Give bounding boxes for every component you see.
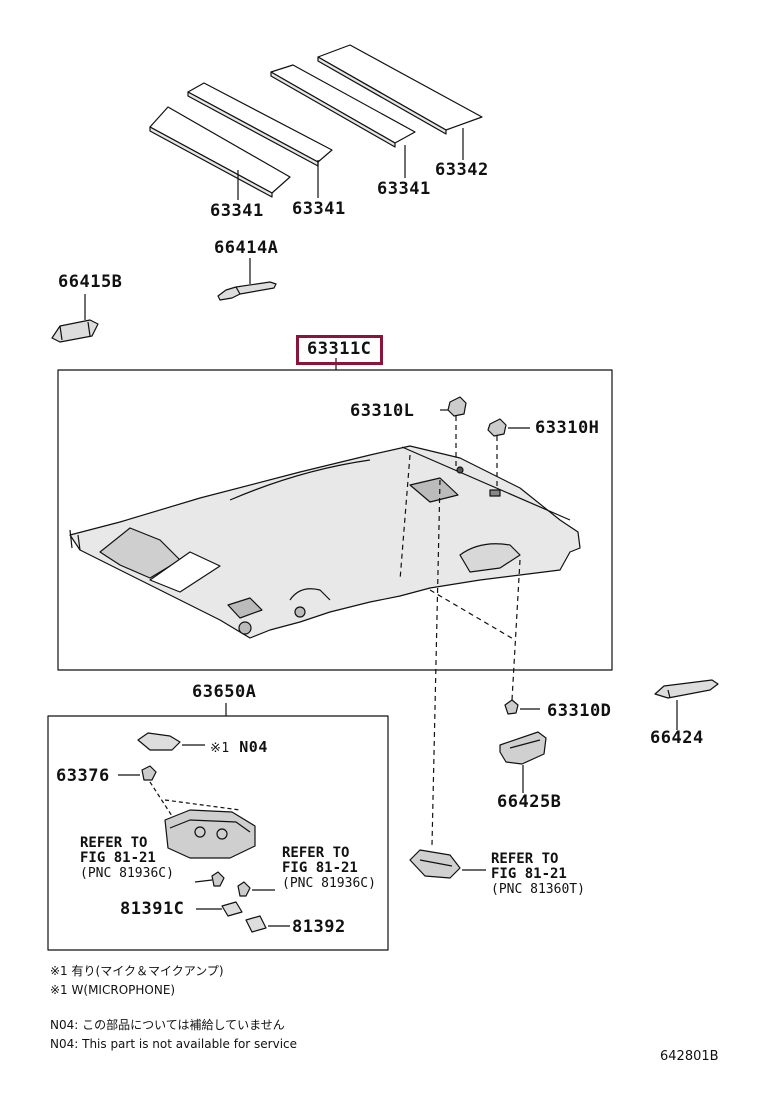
label-63310L[interactable]: 63310L bbox=[350, 401, 415, 421]
note-4-mark: N04 bbox=[50, 1037, 75, 1051]
label-66414A[interactable]: 66414A bbox=[214, 238, 279, 258]
label-66424[interactable]: 66424 bbox=[650, 728, 704, 748]
n04-marker: ※1 N04 bbox=[210, 738, 268, 756]
ref2-line2: FIG 81-21 bbox=[282, 860, 358, 876]
note-1: ※1 有り(マイク＆マイクアンプ) bbox=[50, 965, 224, 977]
label-81391C[interactable]: 81391C bbox=[120, 899, 185, 919]
strip-63341-mid bbox=[187, 82, 333, 167]
label-63341-c[interactable]: 63341 bbox=[377, 179, 431, 199]
note-3-text: : この部品については補給していません bbox=[74, 1018, 285, 1032]
note-1-mark: ※1 bbox=[50, 964, 68, 978]
clip-63376 bbox=[118, 765, 157, 781]
lamp-81360T bbox=[409, 849, 461, 879]
clip-63310L bbox=[440, 396, 467, 417]
strip-63341-right bbox=[270, 64, 416, 148]
label-66425B[interactable]: 66425B bbox=[497, 792, 562, 812]
note-1-text: 有り(マイク＆マイクアンプ) bbox=[71, 964, 224, 978]
refer-block-2[interactable]: REFER TO FIG 81-21 (PNC 81936C) bbox=[282, 845, 376, 892]
note-2-mark: ※1 bbox=[50, 983, 68, 997]
clip-81936C-b bbox=[237, 881, 275, 897]
note-2-text: W(MICROPHONE) bbox=[71, 983, 176, 997]
part-81392 bbox=[245, 915, 290, 933]
part-81391C bbox=[196, 901, 243, 917]
clip-81936C-a bbox=[194, 871, 225, 887]
ref1-line2: FIG 81-21 bbox=[80, 850, 156, 866]
note-3-mark: N04 bbox=[50, 1018, 75, 1032]
bracket-66425B bbox=[499, 731, 547, 765]
note-3: N04: この部品については補給していません bbox=[50, 1019, 285, 1031]
note-4: N04: This part is not available for serv… bbox=[50, 1038, 297, 1050]
label-66415B[interactable]: 66415B bbox=[58, 272, 123, 292]
label-63342[interactable]: 63342 bbox=[435, 160, 489, 180]
ref1-line3: (PNC 81936C) bbox=[80, 866, 174, 881]
strip-63342 bbox=[317, 44, 483, 135]
console-unit bbox=[164, 809, 256, 859]
note-2: ※1 W(MICROPHONE) bbox=[50, 984, 175, 996]
ref2-line1: REFER TO bbox=[282, 845, 350, 861]
ref3-line2: FIG 81-21 bbox=[491, 866, 567, 882]
bracket-66414A bbox=[217, 281, 277, 301]
microphone-part bbox=[137, 732, 205, 751]
bracket-66424 bbox=[654, 679, 719, 699]
clip-63310D bbox=[504, 699, 540, 715]
clip-63310H bbox=[487, 418, 530, 437]
refer-block-1[interactable]: REFER TO FIG 81-21 (PNC 81936C) bbox=[80, 835, 174, 882]
bracket-66415B bbox=[51, 319, 99, 343]
label-63341-a[interactable]: 63341 bbox=[210, 201, 264, 221]
diagram-id: 642801B bbox=[660, 1049, 719, 1064]
label-81392[interactable]: 81392 bbox=[292, 917, 346, 937]
n04-label: N04 bbox=[239, 738, 268, 756]
strip-63341-left bbox=[149, 106, 291, 198]
label-63341-b[interactable]: 63341 bbox=[292, 199, 346, 219]
label-63311C[interactable]: 63311C bbox=[307, 339, 372, 359]
ref3-line1: REFER TO bbox=[491, 851, 559, 867]
label-63310H[interactable]: 63310H bbox=[535, 418, 600, 438]
refer-block-3[interactable]: REFER TO FIG 81-21 (PNC 81360T) bbox=[491, 851, 585, 898]
n04-mark: ※1 bbox=[210, 741, 230, 756]
ref3-line3: (PNC 81360T) bbox=[491, 882, 585, 897]
ref2-line3: (PNC 81936C) bbox=[282, 876, 376, 891]
note-4-text: : This part is not available for service bbox=[74, 1037, 298, 1051]
label-63310D[interactable]: 63310D bbox=[547, 701, 612, 721]
headliner-body bbox=[69, 445, 581, 639]
selected-part-highlight bbox=[296, 335, 383, 365]
label-63376[interactable]: 63376 bbox=[56, 766, 110, 786]
label-63650A[interactable]: 63650A bbox=[192, 682, 257, 702]
ref1-line1: REFER TO bbox=[80, 835, 148, 851]
